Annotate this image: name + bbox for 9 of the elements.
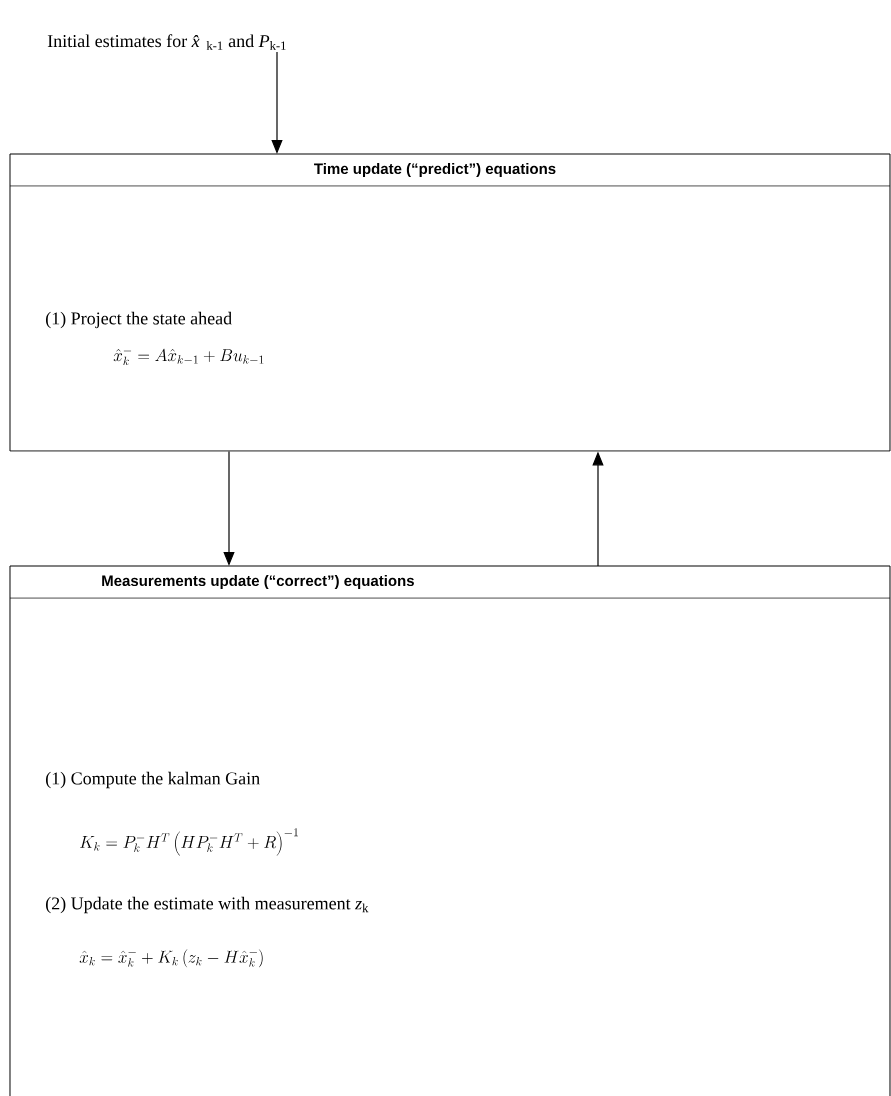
start-text: Initial estimates for x̂$_{k-1}$ and P$_{k-1}$ <box>47 34 286 50</box>
step-text: (1) Project the state ahead <box>46 311 232 329</box>
box-heading: Time update (“predict”) equations <box>314 163 556 177</box>
formula: $K_k = P_k^- H^T \left(HP_k^- H^T + R\right)^{-1}$ <box>80 828 298 856</box>
step-text: (2) Update the estimate with measurement z$_{k}$ <box>46 896 369 914</box>
step-text: (1) Compute the kalman Gain <box>46 771 260 789</box>
formula: $\hat{x}_k = \hat{x}_k^- + K_k\left(z_k - H\hat{x}_k^-\right)$ <box>79 949 263 968</box>
formula: $\hat{x}_k^- = A\hat{x}_{k-1} + Bu_{k-1}$ <box>113 348 264 366</box>
box-heading: Measurements update (“correct”) equations <box>102 575 414 589</box>
